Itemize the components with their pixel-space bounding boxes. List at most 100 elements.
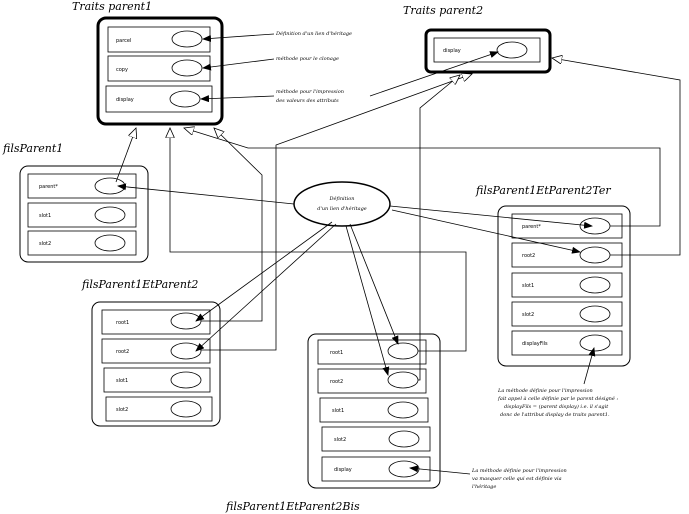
slot-label: slot1 [116,378,128,384]
slot-label: slot2 [39,241,51,247]
connector [200,95,275,103]
inheritance-definition-node: Définition d'un lien d'héritage [293,181,391,227]
annotation-printing-1: méthode pour l'impression [276,88,344,95]
slot-value-ellipse [171,59,203,77]
slot-label: root2 [330,379,343,385]
inheritance-link [170,128,467,352]
slot-value-ellipse [170,400,202,418]
slot-row: parent* [511,213,623,239]
slot-row: root1 [317,339,427,365]
center-note-line1: Définition [329,195,355,202]
slot-value-ellipse [579,217,611,235]
annotation-ter-4: donc de l'attribut display de traits par… [500,412,610,418]
slot-value-ellipse [579,334,611,352]
slot-value-ellipse [579,305,611,323]
center-note-line2: d'un lien d'héritage [317,205,367,212]
slot-label: display [334,467,352,473]
fils-p1p2ter-title: filsParent1EtParent2Ter [475,184,611,197]
connector [391,209,581,254]
slot-value-ellipse [388,430,420,448]
inheritance-link [184,128,661,227]
slot-value-ellipse [169,90,201,108]
slot-value-ellipse [579,276,611,294]
slot-row: slot2 [511,301,623,327]
slot-label: root1 [116,320,129,326]
fils-p1p2bis-object: root1 root2 slot1 slot2 display [307,333,441,489]
slot-row: root2 [317,368,427,394]
slot-row: root1 [101,309,211,335]
fils-p1p2-title: filsParent1EtParent2 [81,278,198,291]
slot-row: display [433,37,541,63]
annotation-ter-1: La méthode définie pour l'impression [497,387,593,394]
connectors [115,33,681,475]
slot-label: display [116,97,134,103]
connector [202,58,275,71]
traits-parent1-title: Traits parent1 [72,0,152,13]
fils-parent1-object: parent* slot1 slot2 [19,165,149,263]
slot-label: parent* [522,224,541,230]
slot-row: displayFils [511,330,623,356]
annotation-bis-1: La méthode définie pour l'impression [471,467,567,474]
slot-label: root2 [116,349,129,355]
connector [409,465,471,475]
slot-value-ellipse [496,41,528,59]
slot-row: parcel [107,26,211,53]
connector [369,51,499,97]
fils-p1p2ter-object: parent* root2 slot1 slot2 displayFils [497,205,631,367]
annotation-bis-3: l'héritage [472,483,496,490]
fils-p1p2bis-title: filsParent1EtParent2Bis [225,500,360,513]
slot-label: slot1 [332,408,344,414]
slot-label: parcel [116,38,131,44]
slot-value-ellipse [94,206,126,224]
annotation-printing-2: des valeurs des attributs [276,98,339,104]
slot-value-ellipse [388,460,420,478]
slot-value-ellipse [94,234,126,252]
slot-value-ellipse [387,342,419,360]
slot-value-ellipse [171,30,203,48]
slot-label: root2 [522,253,535,259]
slot-row: display [105,85,213,113]
connector [349,223,399,345]
slot-row: display [321,456,431,482]
slot-label: slot2 [116,407,128,413]
slot-row: root2 [101,338,211,364]
inheritance-link [201,74,472,351]
connector [195,223,337,352]
annotation-cloning: méthode pour le clonage [276,55,339,62]
connector [117,183,295,205]
slot-label: slot1 [522,283,534,289]
traits-parent2-title: Traits parent2 [403,4,483,17]
connector [389,205,593,229]
slot-value-ellipse [579,246,611,264]
inheritance-link [201,128,263,322]
slot-row: copy [107,55,211,82]
slot-label: display [443,48,461,54]
slot-label: copy [116,67,128,73]
slot-value-ellipse [387,371,419,389]
connector [583,347,596,385]
slot-row: slot1 [319,397,429,423]
slot-row: slot1 [511,272,623,298]
slot-row: root2 [511,242,623,268]
annotation-ter-2: fait appel à celle définie par le parent… [497,395,618,402]
slot-value-ellipse [170,371,202,389]
annotation-ter-3: displayFils = (parent display) i.e. il s… [504,403,609,410]
slot-row: slot2 [27,230,137,256]
slot-label: slot1 [39,213,51,219]
connector [195,221,333,322]
slot-label: slot2 [334,437,346,443]
fils-parent1-title: filsParent1 [2,142,63,155]
slot-row: slot2 [321,426,431,452]
traits-parent2-object: display [424,28,552,74]
fils-p1p2-object: root1 root2 slot1 slot2 [91,301,221,427]
slot-value-ellipse [387,401,419,419]
slot-row: slot1 [27,202,137,228]
connector [345,225,390,376]
slot-label: slot2 [522,312,534,318]
slot-label: parent* [39,184,58,190]
inheritance-link [115,128,136,183]
inheritance-link [552,58,681,256]
slot-row: slot1 [103,367,211,393]
traits-parent1-object: parcel copy display [96,16,224,126]
